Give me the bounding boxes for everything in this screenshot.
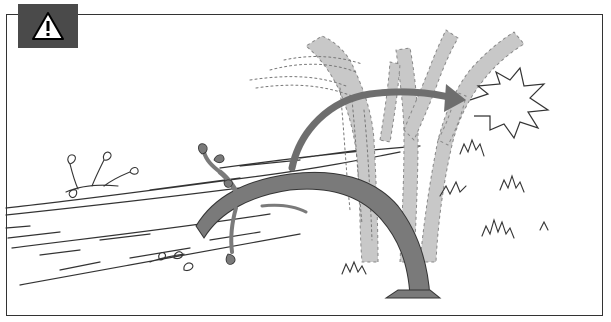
fallen-twigs <box>66 152 193 270</box>
tree-sway-ghost <box>306 30 524 262</box>
warning-badge <box>18 4 78 48</box>
warning-triangle-icon <box>31 11 65 41</box>
